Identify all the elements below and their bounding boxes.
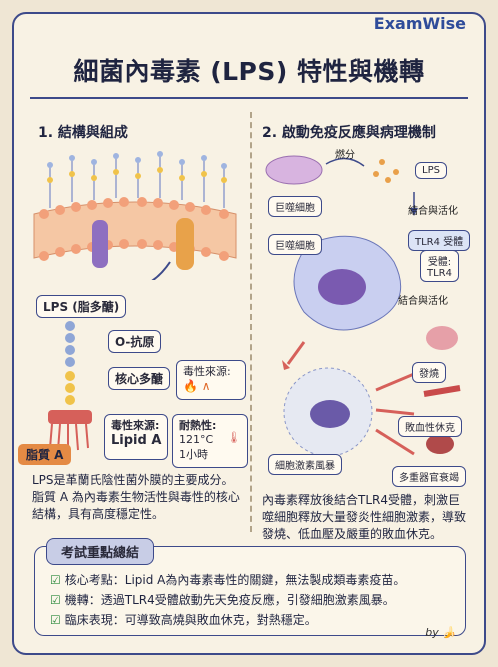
- summary-item-1: ☑核心考點：Lipid A為內毒素毒性的關鍵，無法製成類毒素疫苗。: [50, 571, 405, 588]
- brain-icon: [426, 326, 458, 350]
- check-icon: ☑: [50, 613, 61, 627]
- lipid-a-label: Lipid A: [111, 433, 162, 448]
- septic-shock-label: 敗血性休克: [398, 416, 462, 437]
- receptor-box: 受體: TLR4: [420, 250, 459, 282]
- thermometer-icon: 🌡: [227, 431, 241, 444]
- organ-icon: [426, 434, 454, 454]
- lps-fragments-icon: [373, 159, 399, 183]
- receptor-name: TLR4: [427, 268, 452, 279]
- title-divider: [30, 97, 468, 99]
- brand-logo: ExamWise: [373, 14, 466, 33]
- bacterium-icon: [265, 155, 323, 185]
- summary-item-2-text: 機轉：透過TLR4受體啟動先天免疫反應，引發細胞激素風暴。: [64, 593, 395, 607]
- lipid-a-tag: 脂質 A: [18, 444, 72, 465]
- summary-item-2: ☑機轉：透過TLR4受體啟動先天免疫反應，引發細胞激素風暴。: [50, 591, 395, 608]
- structure-description: LPS是革蘭氏陰性菌外膜的主要成分。脂質 A 為內毒素生物活性與毒性的核心結構，…: [32, 473, 240, 521]
- banana-icon: 🍌: [442, 626, 456, 639]
- column-divider: [250, 112, 252, 532]
- receptor-title: 受體:: [427, 257, 452, 268]
- porin-protein-icon: [176, 218, 194, 270]
- macrophage-label-1: 巨噬細胞: [268, 196, 322, 217]
- section-structure-heading: 1. 結構與組成: [38, 125, 128, 141]
- membrane-heads-icon: [39, 197, 229, 261]
- heat-title: 耐熱性:: [179, 419, 217, 432]
- lps-label: LPS (脂多醣): [36, 295, 127, 318]
- bind-activate-label-2: 結合與活化: [398, 296, 448, 307]
- toxicity-source-box: 毒性來源: 🔥 ∧: [176, 360, 246, 400]
- arrow-shock-icon: [375, 408, 415, 416]
- bind-activate-label-1: 結合與活化: [408, 206, 458, 217]
- flame-icon: 🔥 ∧: [183, 379, 211, 393]
- page-title: 細菌內毒素 (LPS) 特性與機轉: [73, 57, 425, 86]
- cytokine-storm-label: 細胞激素風暴: [268, 454, 342, 475]
- heat-resistance-box: 耐熱性: 121°C 1小時 🌡: [172, 414, 248, 468]
- fever-label: 發燒: [412, 362, 446, 383]
- lps-molecule-illustration: [48, 321, 92, 451]
- o-antigen-label: O-抗原: [108, 330, 162, 353]
- lps-tag: LPS: [415, 162, 447, 179]
- check-icon: ☑: [50, 593, 61, 607]
- check-icon: ☑: [50, 573, 61, 587]
- toxicity-source-title: 毒性來源:: [183, 365, 231, 378]
- summary-item-3-text: 臨床表現：可導致高燒與敗血休克，對熱穩定。: [64, 613, 317, 627]
- core-polysaccharide-label: 核心多醣: [108, 367, 171, 390]
- lps-chains-icon: [47, 151, 227, 208]
- arrow-fever-icon: [375, 372, 415, 392]
- burn-label: 燃分: [335, 150, 355, 161]
- byline: by 🍌: [425, 626, 456, 639]
- macrophage-label-2: 巨噬細胞: [268, 234, 322, 255]
- heat-time: 1小時: [179, 448, 208, 461]
- summary-item-3: ☑臨床表現：可導致高燒與敗血休克，對熱穩定。: [50, 611, 317, 628]
- section-mechanism-heading: 2. 啟動免疫反應與病理機制: [262, 125, 436, 141]
- summary-title: 考試重點總結: [46, 538, 155, 565]
- organ-failure-label: 多重器官衰竭: [392, 466, 466, 487]
- summary-item-1-text: 核心考點：Lipid A為內毒素毒性的關鍵，無法製成類毒素疫苗。: [64, 573, 406, 587]
- toxicity-source-main: 毒性來源: Lipid A: [104, 414, 169, 460]
- membrane-illustration: [33, 151, 237, 280]
- arrow-organ-icon: [375, 428, 415, 456]
- toxicity-source-main-title: 毒性來源:: [111, 419, 160, 432]
- blood-vessel-icon: [423, 385, 461, 397]
- mechanism-description: 內毒素釋放後結合TLR4受體，刺激巨噬細胞釋放大量發炎性細胞激素，導致發燒、低血…: [262, 493, 467, 541]
- mechanism-illustration: [265, 155, 461, 457]
- heat-temp: 121°C: [179, 433, 214, 446]
- byline-text: by: [425, 626, 439, 639]
- tlr4-receptor-label: TLR4 受體: [408, 230, 471, 251]
- membrane-protein-icon: [92, 220, 108, 268]
